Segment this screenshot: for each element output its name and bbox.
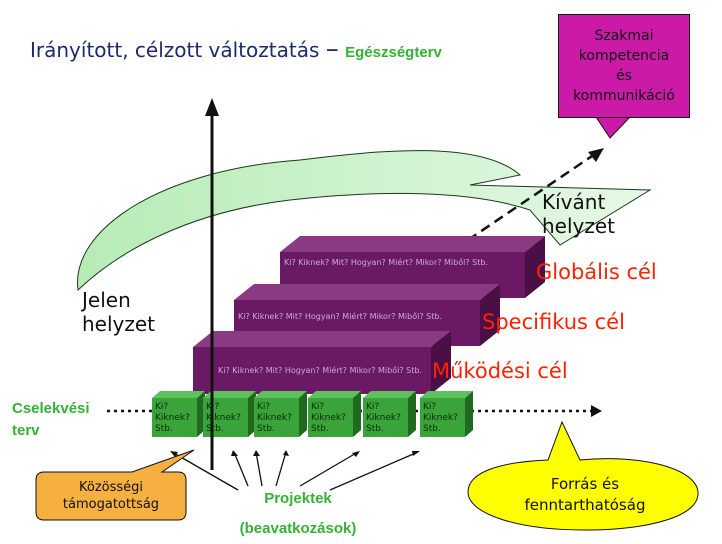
title-dash: – xyxy=(325,34,339,64)
community-callout: Közösségi támogatottság xyxy=(36,479,186,513)
resources-callout-shape xyxy=(467,420,699,531)
global-step-text: Ki? Kiknek? Mit? Hogyan? Miért? Mikor? M… xyxy=(284,258,488,267)
cube-6: Ki? Kiknek? Stb. xyxy=(423,402,458,435)
action-plan-line2: terv xyxy=(12,422,40,439)
page-title: Irányított, célzott változtatás – Egészs… xyxy=(30,34,442,64)
resources-callout: Forrás és fenntarthatóság xyxy=(500,474,670,516)
cube-3-line3: Stb. xyxy=(257,424,275,434)
cube-3-line2: Kiknek? xyxy=(257,413,292,423)
cube-group xyxy=(152,391,473,437)
dashed-arrow xyxy=(467,150,599,242)
title-subtitle: Egészségterv xyxy=(345,44,442,61)
cube-2-line1: Ki? xyxy=(206,402,220,412)
specific-step-side xyxy=(480,284,500,346)
global-step-side xyxy=(525,236,545,298)
cube-1-line1: Ki? xyxy=(155,402,169,412)
specific-step-text: Ki? Kiknek? Mit? Hogyan? Miért? Mikor? M… xyxy=(238,312,442,321)
project-arrow-heads xyxy=(170,450,420,457)
skill-callout-line2: kompetencia xyxy=(578,48,670,64)
cube-6-line3: Stb. xyxy=(423,424,441,434)
desired-state-line2: helyzet xyxy=(542,214,616,238)
skill-callout-line1: Szakmai xyxy=(594,28,654,44)
global-step-top xyxy=(280,236,545,252)
title-main-text: Irányított, célzott változtatás xyxy=(30,38,320,62)
cube-6-line1: Ki? xyxy=(423,402,437,412)
cube-3-line1: Ki? xyxy=(257,402,271,412)
projects-line1: Projektek xyxy=(264,490,332,507)
cube-5-line1: Ki? xyxy=(366,402,380,412)
specific-step-top xyxy=(234,284,500,300)
cube-2: Ki? Kiknek? Stb. xyxy=(206,402,241,435)
operational-step-top xyxy=(193,331,451,347)
current-state-line1: Jelen xyxy=(82,288,131,312)
current-state-label: Jelen helyzet xyxy=(82,288,155,336)
community-line2: támogatottság xyxy=(62,497,160,512)
operational-goal-label: Működési cél xyxy=(432,359,568,383)
cube-5-line3: Stb. xyxy=(366,424,384,434)
project-arrows xyxy=(171,451,419,491)
cube-5: Ki? Kiknek? Stb. xyxy=(366,402,401,435)
resources-line1: Forrás és xyxy=(550,475,620,493)
cube-1: Ki? Kiknek? Stb. xyxy=(155,402,190,435)
community-callout-shape xyxy=(35,449,195,521)
cube-1-line3: Stb. xyxy=(155,424,173,434)
current-state-line2: helyzet xyxy=(82,312,156,336)
specific-goal-label: Specifikus cél xyxy=(482,310,625,334)
skill-callout-line3: és xyxy=(616,68,632,84)
skill-callout: Szakmai kompetencia és kommunikáció xyxy=(558,14,690,118)
desired-state-line1: Kívánt xyxy=(542,190,606,214)
cube-3: Ki? Kiknek? Stb. xyxy=(257,402,292,435)
cube-4-line3: Stb. xyxy=(311,424,329,434)
cube-5-line2: Kiknek? xyxy=(366,413,401,423)
action-plan-line1: Cselekvési xyxy=(12,400,90,417)
skill-callout-line4: kommunikáció xyxy=(573,88,675,104)
timeline-arrow-head xyxy=(591,405,602,417)
cube-2-line3: Stb. xyxy=(206,424,224,434)
skill-callout-tail xyxy=(595,116,632,139)
global-goal-label: Globális cél xyxy=(536,260,657,284)
operational-step-text: Ki? Kiknek? Mit? Hogyan? Miért? Mikor? M… xyxy=(218,366,422,375)
cube-4-line1: Ki? xyxy=(311,402,325,412)
action-plan-label: Cselekvési terv xyxy=(12,398,90,442)
projects-line2: (beavatkozások) xyxy=(239,520,357,537)
cube-2-line2: Kiknek? xyxy=(206,413,241,423)
operational-step-front xyxy=(193,347,431,394)
desired-state-label: Kívánt helyzet xyxy=(542,190,615,238)
resources-line2: fenntarthatóság xyxy=(524,496,646,514)
cube-1-line2: Kiknek? xyxy=(155,413,190,423)
cube-6-line2: Kiknek? xyxy=(423,413,458,423)
community-line1: Közösségi xyxy=(78,480,144,495)
projects-label: Projektek (beavatkozások) xyxy=(218,484,378,544)
change-arrow-band xyxy=(77,150,652,292)
vertical-axis-head xyxy=(205,98,219,116)
dashed-arrow-head xyxy=(588,148,604,162)
cube-4: Ki? Kiknek? Stb. xyxy=(311,402,346,435)
cube-4-line2: Kiknek? xyxy=(311,413,346,423)
operational-step-side xyxy=(431,331,451,394)
